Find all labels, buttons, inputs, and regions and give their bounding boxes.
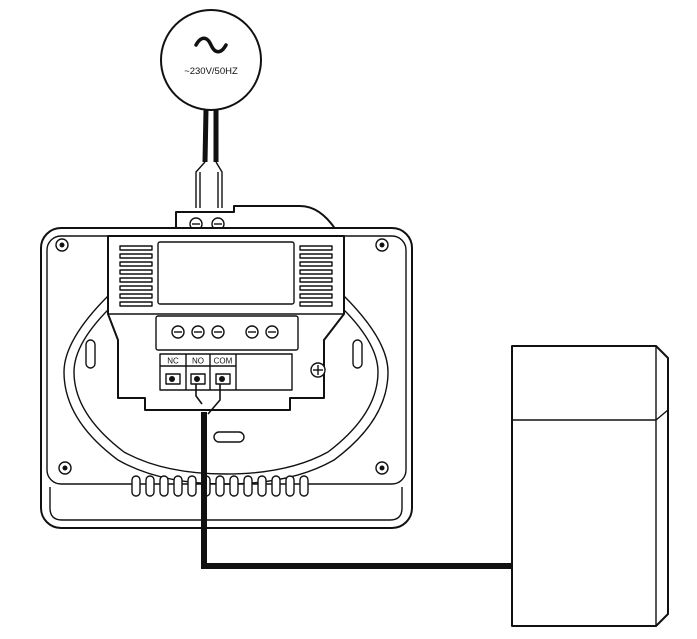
terminal-label-nc: NC xyxy=(167,357,179,366)
vent-grille-right xyxy=(299,245,333,307)
terminal-screw xyxy=(211,325,225,339)
terminal-screw xyxy=(265,325,279,339)
screw-icon xyxy=(375,461,389,475)
load-device xyxy=(511,345,669,627)
power-source-label: ~230V/50HZ xyxy=(184,66,238,77)
ventilation-slots xyxy=(131,475,309,497)
screw-icon xyxy=(55,238,69,252)
ground-screw-icon xyxy=(310,362,326,378)
terminal-screw xyxy=(171,325,185,339)
relay-terminal-block: NC NO COM xyxy=(159,353,293,391)
ac-sine-icon xyxy=(194,36,228,54)
module-window xyxy=(157,241,295,305)
terminal-screw xyxy=(191,325,205,339)
terminal-label-no: NO xyxy=(192,357,204,366)
mounting-slot xyxy=(213,431,245,443)
vent-grille-left xyxy=(119,245,153,307)
mounting-slot xyxy=(85,339,96,369)
screw-icon xyxy=(58,461,72,475)
power-source-circle xyxy=(160,9,262,111)
back-module: NC NO COM xyxy=(107,235,345,411)
power-cable xyxy=(195,109,223,208)
load-cable xyxy=(195,384,512,569)
power-source: ~230V/50HZ xyxy=(160,9,262,111)
terminal-screw xyxy=(245,325,259,339)
terminal-strip xyxy=(155,315,299,351)
mounting-slot xyxy=(352,339,363,369)
screw-icon xyxy=(375,238,389,252)
terminal-label-com: COM xyxy=(214,357,233,366)
